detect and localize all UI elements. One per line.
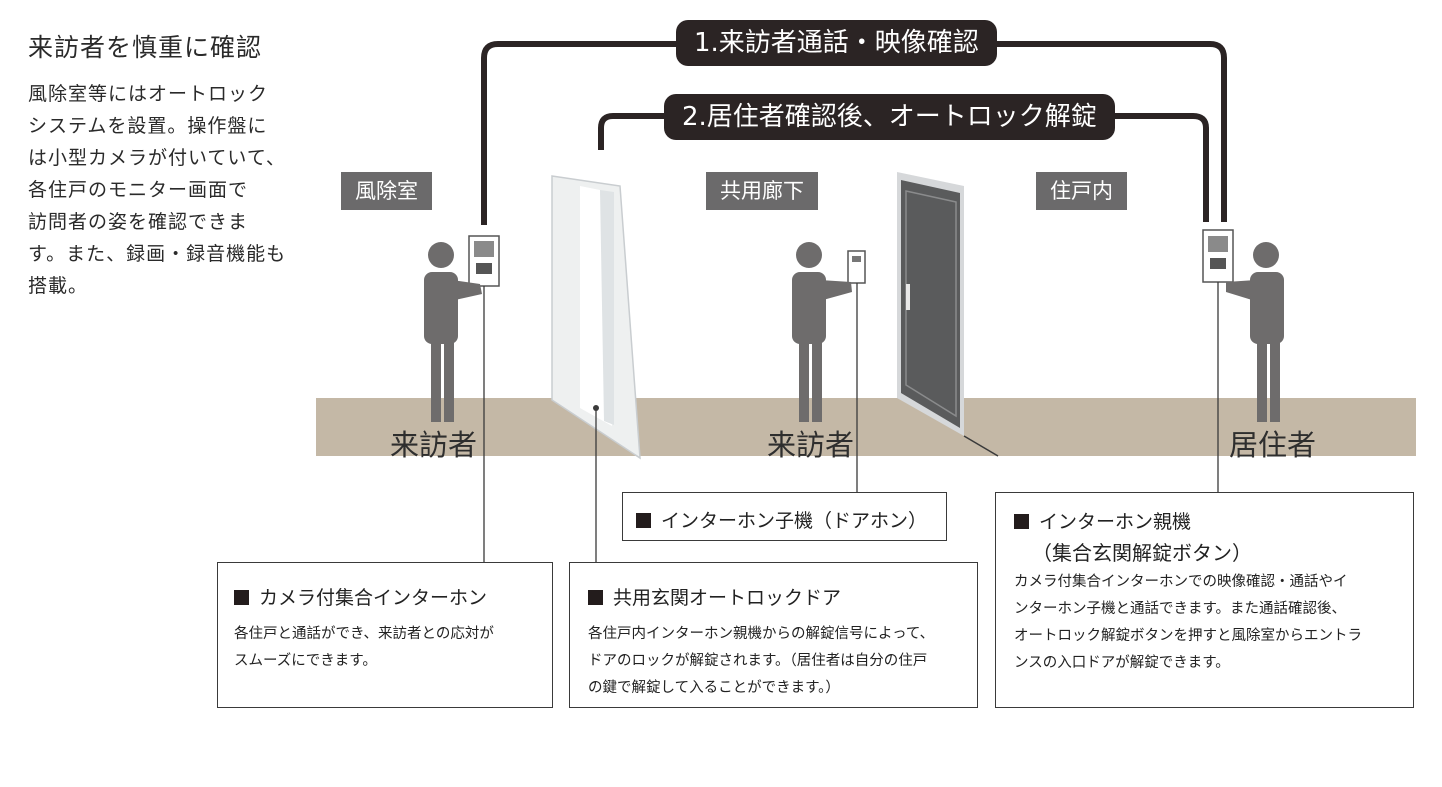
door-leader-dot	[593, 405, 599, 411]
zone-label-vestibule: 風除室	[341, 172, 432, 210]
intro-line: す。また、録画・録音機能も	[28, 243, 287, 265]
square-bullet-icon	[588, 590, 603, 605]
box-subtitle: （集合玄関解錠ボタン）	[1032, 541, 1252, 565]
box-title: インターホン子機（ドアホン）	[636, 506, 927, 533]
person-label-visitor: 来訪者	[390, 428, 478, 462]
square-bullet-icon	[636, 513, 651, 528]
info-box-door-phone: インターホン子機（ドアホン）	[622, 492, 947, 541]
step1-label: 1.来訪者通話・映像確認	[676, 20, 997, 66]
square-bullet-icon	[234, 590, 249, 605]
box-title: カメラ付集合インターホン	[234, 583, 487, 610]
page-heading: 来訪者を慎重に確認	[28, 33, 263, 62]
info-box-camera-intercom: カメラ付集合インターホン 各住戸と通話ができ、来訪者との応対が スムーズにできま…	[217, 562, 553, 708]
intro-text: 風除室等にはオートロック システムを設置。操作盤に は小型カメラが付いていて、 …	[28, 78, 296, 302]
camera-intercom-panel	[468, 235, 500, 287]
visitor-figure-vestibule	[424, 242, 482, 422]
visitor-figure-corridor	[792, 242, 852, 422]
zone-label-dwelling: 住戸内	[1036, 172, 1127, 210]
master-intercom	[1202, 229, 1234, 283]
box-body: 各住戸内インターホン親機からの解錠信号によって、 ドアのロックが解錠されます。（…	[588, 626, 935, 696]
box-body: 各住戸と通話ができ、来訪者との応対が スムーズにできます。	[234, 626, 494, 669]
intro-line: 訪問者の姿を確認できま	[28, 211, 249, 233]
dwelling-door	[897, 172, 999, 457]
zone-label-corridor: 共用廊下	[706, 172, 818, 210]
intro-line: システムを設置。操作盤に	[28, 115, 268, 137]
glass-door	[551, 175, 641, 460]
person-label-resident: 居住者	[1229, 428, 1317, 462]
door-phone	[847, 250, 866, 284]
box-title: 共用玄関オートロックドア	[588, 583, 841, 610]
step2-label: 2.居住者確認後、オートロック解錠	[664, 94, 1115, 140]
square-bullet-icon	[1014, 514, 1029, 529]
intro-line: は小型カメラが付いていて、	[28, 147, 286, 169]
box-body: カメラ付集合インターホンでの映像確認・通話やイ ンターホン子機と通話できます。ま…	[1014, 574, 1362, 671]
intro-line: 各住戸のモニター画面で	[28, 179, 249, 201]
leader-lines	[483, 282, 1219, 562]
resident-figure	[1226, 242, 1284, 422]
intro-line: 搭載。	[28, 275, 89, 297]
intro-line: 風除室等にはオートロック	[28, 83, 269, 105]
info-box-master-unit: インターホン親機 （集合玄関解錠ボタン） カメラ付集合インターホンでの映像確認・…	[995, 492, 1414, 708]
floor-band	[316, 398, 1416, 456]
info-box-autolock-door: 共用玄関オートロックドア 各住戸内インターホン親機からの解錠信号によって、 ドア…	[569, 562, 978, 708]
box-title: インターホン親機	[1014, 507, 1191, 534]
person-label-visitor: 来訪者	[767, 428, 855, 462]
